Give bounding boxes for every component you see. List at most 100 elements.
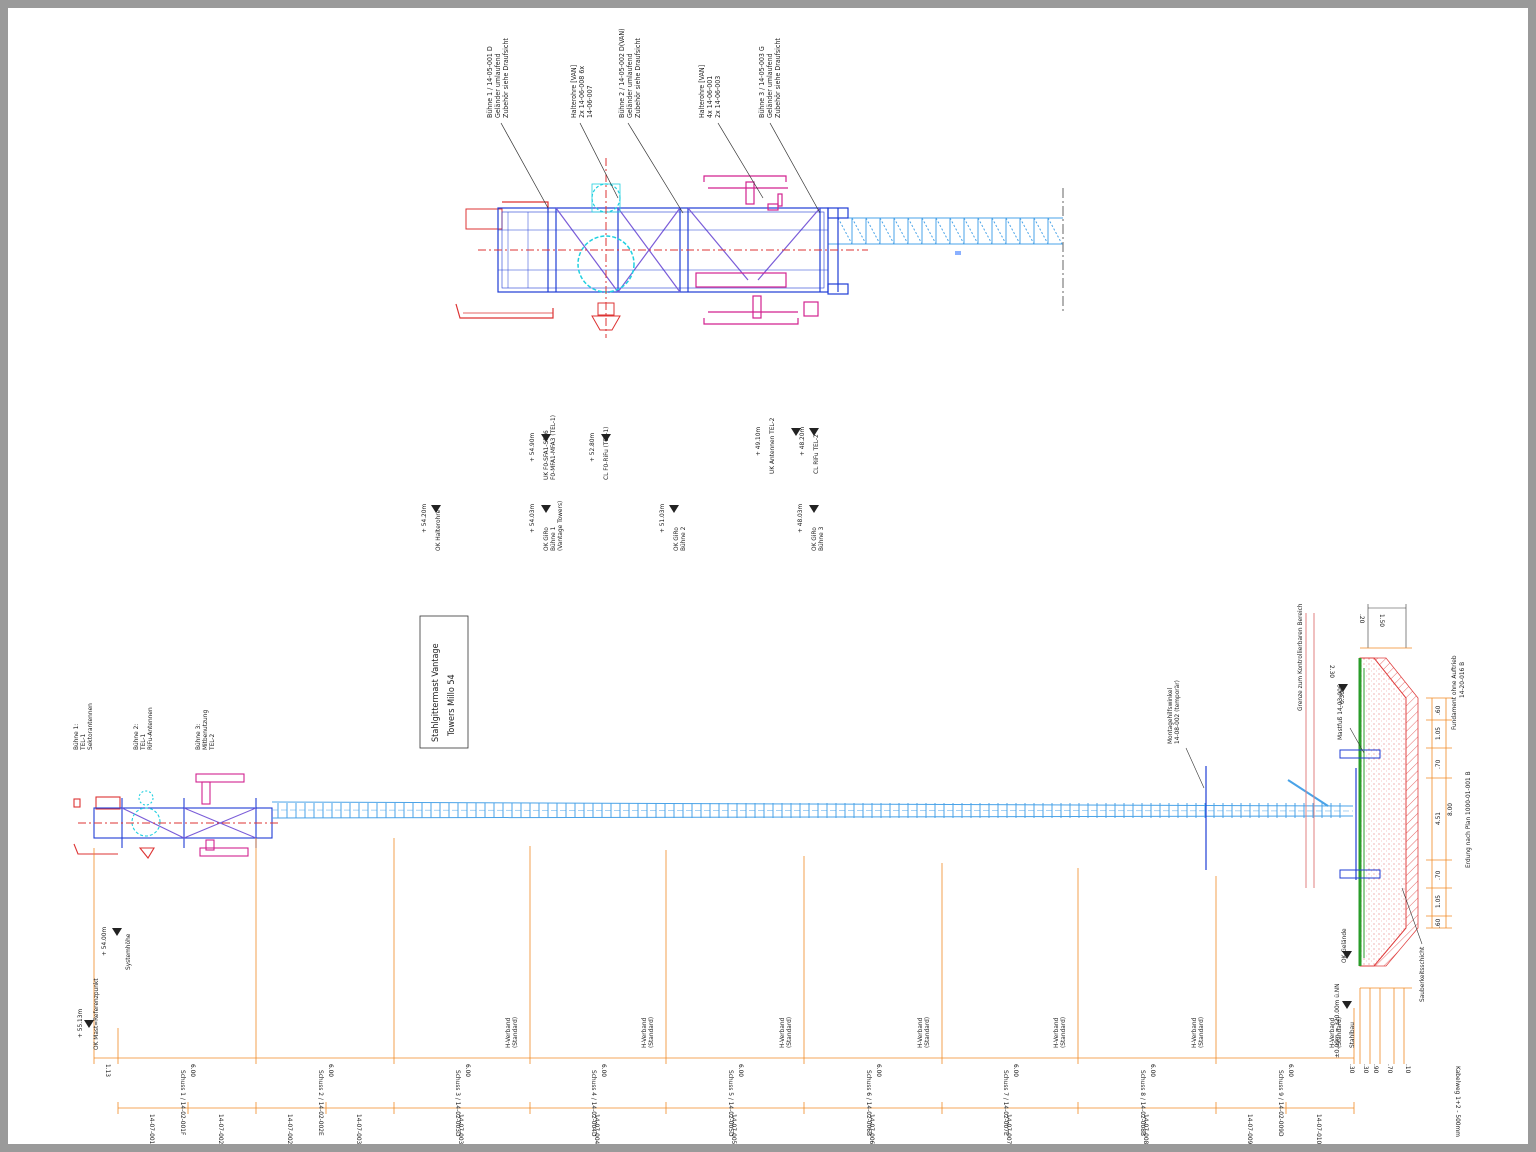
foundation: Grenze zum Kontrollierbaren Bereich Mast… (1296, 603, 1472, 1064)
callout-3-line-1: Bühne 2 / 14-05-002 D(VAN) (618, 28, 626, 118)
svg-text:Bühne 3:MitbenutzungTEL-2: Bühne 3:MitbenutzungTEL-2 (194, 710, 216, 751)
section-dimensions (93, 838, 1355, 1064)
level-value: + 48.20m (798, 427, 806, 456)
h-verband-label: (Standard) (785, 1017, 793, 1048)
cable-id: 14-07-010D (1315, 1114, 1323, 1144)
level-triangle (601, 434, 611, 442)
section-length: 6.00 (1287, 1064, 1295, 1077)
section-name: Schuss 5 / 14-02-005D (727, 1070, 735, 1137)
dim-800: 8.00 (1446, 803, 1454, 816)
dim-top-1: .20 (1358, 614, 1366, 624)
cable-label: Kabelweg 1+2 - 500mm (1454, 1066, 1462, 1137)
section-name: Schuss 6 / 14-02-006B (865, 1070, 873, 1136)
bottom-levels: + 55.13m OK Mast=Referenzpunkt + 54.00m … (76, 927, 132, 1050)
left-label-1-line-2: TEL-1 (79, 733, 87, 751)
left-label-2-line-1: Bühne 2: (132, 724, 140, 750)
section-length: 6.00 (189, 1064, 197, 1077)
level-label: Bühne 3 (817, 526, 825, 551)
svg-text:Bühne 3 / 14-05-003 GGeländer: Bühne 3 / 14-05-003 GGeländer umlaufendZ… (758, 38, 782, 118)
level-value: + 54.90m (528, 433, 536, 462)
level-top-label: - 0.30m (1338, 685, 1346, 708)
grenze-label: Grenze zum Kontrollierbaren Bereich (1296, 603, 1304, 711)
cable-id: 14-07-002B (286, 1114, 294, 1144)
callout-2-line-1: Halterohre [VAN] (570, 65, 578, 118)
h-verband-label: H-Verband (1052, 1017, 1060, 1048)
foundation-dim: .60 (1434, 705, 1442, 715)
callout-4-line-1: Halterohre [VAN] (698, 65, 706, 118)
sauberkeit-label: Sauberkeitsschicht (1418, 946, 1426, 1002)
section-length: 6.00 (875, 1064, 883, 1077)
level-label: OK GiRo (672, 527, 680, 551)
left-label-1-line-1: Bühne 1: (72, 724, 80, 750)
callout-2-line-3: 14-06-007 (586, 85, 594, 118)
svg-text:Montagehilfswinkel14-08-002 (t: Montagehilfswinkel14-08-002 (temporär) (1166, 680, 1181, 744)
cable-dimensions (117, 1102, 1355, 1114)
level-value: + 51.03m (658, 504, 666, 533)
callout-4-line-2: 4x 14-06-001 (706, 76, 714, 118)
level-value: + 54.03m (528, 504, 536, 533)
mast-lattice (271, 779, 1354, 819)
level-value: + 52.80m (588, 433, 596, 462)
section-name: Schuss 3 / 14-02-003D (454, 1070, 462, 1137)
h-verband-label: (Standard) (923, 1017, 931, 1048)
level-label: Bühne 1 (549, 526, 557, 551)
h-verband-label: H-Verband (1328, 1017, 1336, 1048)
cable-id: 14-07-002B (217, 1114, 225, 1144)
section-name: Schuss 9 / 14-02-009D (1277, 1070, 1285, 1137)
bottom-level-2-value: + 54.00m (100, 927, 108, 956)
h-verband-label: (Standard) (1059, 1017, 1067, 1048)
section-length: 6.00 (464, 1064, 472, 1077)
foundation-bottom-dim: .90 (1372, 1064, 1380, 1074)
cable-id: 14-07-006B (868, 1114, 876, 1144)
level-label: CL RiFu TEL-2 (812, 434, 820, 474)
left-label-3-line-2: Mitbenutzung (201, 710, 209, 750)
bottom-level-1-value: + 55.13m (76, 1009, 84, 1038)
foundation-bottom-dim: .70 (1386, 1064, 1394, 1074)
fundament-label: Fundament ohne Auftrieb (1450, 655, 1458, 730)
svg-text:Halterohre [VAN]2x 14-06-008 6: Halterohre [VAN]2x 14-06-008 6x14-06-007 (570, 65, 594, 118)
callout-5-line-1: Bühne 3 / 14-05-003 G (758, 46, 766, 118)
level-triangle (791, 428, 801, 436)
title-line-1: Stahlgittermast Vantage (431, 643, 441, 742)
svg-text:Bühne 1:TEL-1Sektorantennen: Bühne 1:TEL-1Sektorantennen (72, 703, 94, 751)
fundament-plan-label: 14-20-016 B (1458, 662, 1466, 698)
level-label: UK F0-SFA1-SFA6 (542, 430, 550, 480)
cable-id: 14-07-003C (457, 1114, 465, 1144)
level-label: CL F0-RiFu (TEL-1) (602, 427, 610, 480)
last-section-extra: .30 (1348, 1064, 1356, 1074)
cable-id: 14-07-007B (1005, 1114, 1013, 1144)
level-value: + 48.03m (796, 504, 804, 533)
left-label-3-line-1: Bühne 3: (194, 724, 202, 750)
section-length: 6.00 (327, 1064, 335, 1077)
callout-5-line-2: Geländer umlaufend (766, 53, 774, 118)
cable-id: 14-07-005C (730, 1114, 738, 1144)
h-verband-label: (Standard) (511, 1017, 519, 1048)
top-mast-lattice (828, 188, 1064, 313)
callout-3-line-3: Zubehör siehe Draufsicht (634, 38, 642, 118)
h-verband-label: H-Verband (640, 1017, 648, 1048)
h-verband-label: (Standard) (647, 1017, 655, 1048)
mast-elevation: Montagehilfswinkel14-08-002 (temporär) (73, 680, 1354, 870)
level-label: (Vantage Towers) (556, 501, 564, 551)
cable-id: 14-07-008B (1142, 1114, 1150, 1144)
svg-text:Bühne 2:TEL-1RiFu-Antennen: Bühne 2:TEL-1RiFu-Antennen (132, 707, 154, 751)
foundation-bottom-dim: .30 (1362, 1064, 1370, 1074)
callout-5-line-3: Zubehör siehe Draufsicht (774, 38, 782, 118)
magenta-brackets (695, 175, 849, 325)
erdung-label: Erdung nach Plan 1000-01-001 B (1464, 771, 1472, 868)
ok-gelaende-label: OK Gelände (1340, 928, 1348, 963)
top-mast-marker (955, 251, 961, 255)
level-triangle (669, 505, 679, 513)
bottom-level-2-label: Systemhöhe (124, 933, 132, 970)
foundation-dim: .70 (1434, 870, 1442, 880)
section-name: Schuss 2 / 14-02-002E (317, 1070, 325, 1136)
svg-text:Halterohre [VAN]4x 14-06-0012x: Halterohre [VAN]4x 14-06-0012x 14-06-003 (698, 65, 722, 118)
title-box: Stahlgittermast Vantage Towers Millo 54 (419, 615, 469, 749)
svg-text:Bühne 1 / 14-05-001 DGeländer: Bühne 1 / 14-05-001 DGeländer umlaufendZ… (486, 38, 510, 118)
h-verband-label: (Standard) (1335, 1017, 1343, 1048)
montage-line-1: Montagehilfswinkel (1166, 688, 1174, 744)
level-label: F0-MFA1-MFA3 (TEL-1) (549, 415, 557, 480)
